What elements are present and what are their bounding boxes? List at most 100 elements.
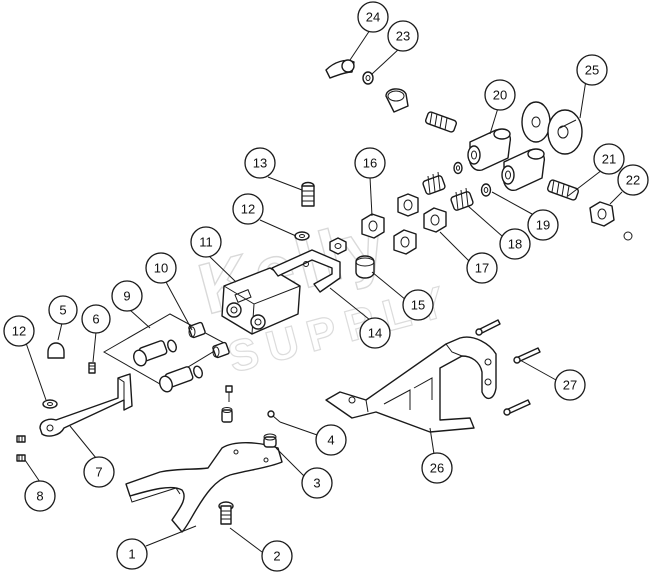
callout-3: 3 xyxy=(301,467,333,499)
callout-label: 26 xyxy=(430,461,444,476)
callout-25: 25 xyxy=(576,54,608,86)
part-washer-mid xyxy=(453,161,463,175)
part-set-screw-6 xyxy=(88,362,96,374)
callout-label: 24 xyxy=(366,10,380,25)
callout-26: 26 xyxy=(421,452,453,484)
callout-label: 14 xyxy=(368,326,382,341)
part-knob-22 xyxy=(589,201,615,227)
callout-label: 11 xyxy=(199,235,213,250)
callout-4: 4 xyxy=(315,424,347,456)
part-bowl-bracket xyxy=(125,442,283,533)
callout-6: 6 xyxy=(81,304,111,334)
part-manifold-block xyxy=(221,267,301,335)
callout-label: 25 xyxy=(585,63,599,78)
part-pin-27a xyxy=(475,319,501,336)
part-coupling-16b xyxy=(393,229,417,255)
callout-label: 12 xyxy=(241,202,255,217)
callout-label: 13 xyxy=(253,156,267,171)
callout-label: 2 xyxy=(273,549,280,564)
callout-14: 14 xyxy=(359,317,391,349)
part-bolt xyxy=(301,181,315,207)
callout-10: 10 xyxy=(145,252,177,284)
callout-11: 11 xyxy=(190,226,222,258)
part-cap-nut xyxy=(47,342,65,359)
part-tee-body-a xyxy=(467,128,511,171)
callout-label: 12 xyxy=(12,324,26,339)
callout-label: 7 xyxy=(95,465,102,480)
part-tee-body-b xyxy=(501,148,545,191)
callout-label: 18 xyxy=(508,237,522,252)
callout-label: 21 xyxy=(602,152,616,167)
callout-label: 19 xyxy=(536,218,550,233)
part-valve-upper xyxy=(133,339,177,367)
callout-18: 18 xyxy=(499,228,531,260)
part-wing-lever-24 xyxy=(325,59,355,79)
callout-label: 9 xyxy=(123,289,130,304)
part-mounting-bracket xyxy=(271,249,341,293)
callout-label: 27 xyxy=(563,378,577,393)
part-screw-4 xyxy=(267,410,281,423)
callout-7: 7 xyxy=(83,456,115,488)
part-pin-27b xyxy=(513,347,541,364)
callout-label: 23 xyxy=(396,29,410,44)
part-set-screws-8 xyxy=(16,435,26,462)
callout-17: 17 xyxy=(466,252,498,284)
part-nut-16c xyxy=(397,193,419,217)
part-nut-15a xyxy=(329,237,347,255)
part-adapter-upper xyxy=(422,171,446,195)
part-washer-upper xyxy=(294,231,310,241)
callout-23: 23 xyxy=(387,20,419,52)
part-small-spacers xyxy=(221,385,233,423)
part-small-nut-23 xyxy=(362,71,374,85)
part-disc-25a xyxy=(521,101,551,143)
callout-24: 24 xyxy=(357,1,389,33)
part-handle-cap xyxy=(385,88,409,113)
callout-label: 15 xyxy=(411,298,425,313)
part-washer-left xyxy=(42,399,58,409)
callout-label: 5 xyxy=(59,303,66,318)
callout-5: 5 xyxy=(48,295,78,325)
callout-16: 16 xyxy=(354,147,386,179)
callout-label: 10 xyxy=(154,261,168,276)
callout-9: 9 xyxy=(111,280,143,312)
part-stud xyxy=(218,501,234,525)
callout-22: 22 xyxy=(617,164,649,196)
part-washer-19 xyxy=(480,183,492,197)
part-cartridge-stem xyxy=(424,111,458,133)
part-clip-22 xyxy=(623,231,633,241)
callout-label: 20 xyxy=(493,88,507,103)
callout-label: 16 xyxy=(363,156,377,171)
callout-label: 8 xyxy=(36,489,43,504)
part-nut-15b xyxy=(355,255,375,279)
part-nozzles xyxy=(188,321,230,359)
part-wall-bracket-arm xyxy=(39,373,133,437)
callout-2: 2 xyxy=(261,540,293,572)
callout-label: 1 xyxy=(128,547,135,562)
callout-label: 3 xyxy=(313,476,320,491)
part-valve-lower xyxy=(159,365,203,393)
part-disc-25b xyxy=(547,109,583,155)
callout-1: 1 xyxy=(116,538,148,570)
callout-8: 8 xyxy=(24,480,56,512)
part-spacer xyxy=(263,433,277,448)
callout-13: 13 xyxy=(244,147,276,179)
callout-27: 27 xyxy=(554,369,586,401)
callout-12-upper: 12 xyxy=(232,193,264,225)
callout-label: 22 xyxy=(626,173,640,188)
callout-label: 6 xyxy=(92,312,99,327)
part-coupling-16a xyxy=(361,213,385,239)
callout-label: 4 xyxy=(327,433,334,448)
part-stem-21 xyxy=(546,179,580,201)
part-nut-17 xyxy=(423,207,447,233)
callout-label: 17 xyxy=(475,261,489,276)
callout-21: 21 xyxy=(593,143,625,175)
part-adapter-18 xyxy=(450,187,474,211)
part-pin-27c xyxy=(503,399,531,416)
part-pedal-bracket xyxy=(325,336,497,433)
callout-15: 15 xyxy=(402,289,434,321)
callout-12-left: 12 xyxy=(3,315,35,347)
callout-19: 19 xyxy=(527,209,559,241)
leader-lines xyxy=(24,29,623,553)
callout-20: 20 xyxy=(484,79,516,111)
